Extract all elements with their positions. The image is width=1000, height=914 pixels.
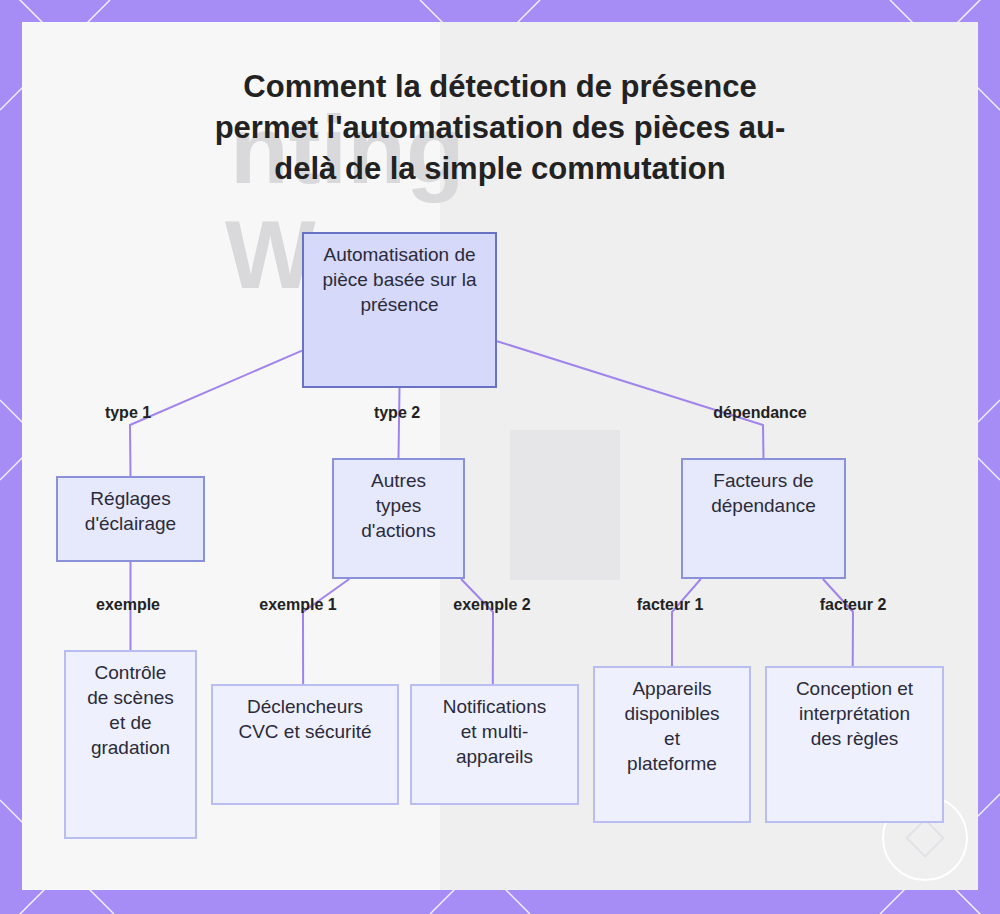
- faded-photo-detail: [510, 430, 620, 580]
- connector-line: [130, 351, 302, 476]
- diagram-title: Comment la détection de présence permet …: [200, 66, 800, 189]
- process-box: Appareils disponibles et plateforme: [593, 666, 751, 823]
- box-text-group: Déclencheurs CVC et sécurité: [235, 694, 375, 744]
- box-label: Déclencheurs CVC et sécurité: [235, 694, 375, 744]
- box-label: Notifications et multi-appareils: [435, 694, 555, 769]
- process-box: Conception et interprétation des règles: [765, 666, 944, 823]
- box-text-group: Autres types d'actions: [354, 468, 444, 543]
- process-box: Déclencheurs CVC et sécurité: [211, 684, 399, 805]
- connector-line: [399, 388, 400, 458]
- box-label: Autres types d'actions: [354, 468, 444, 543]
- box-label: Automatisation de pièce basée sur la pré…: [320, 242, 480, 317]
- connector-line: [497, 341, 764, 458]
- box-text-group: Automatisation de pièce basée sur la pré…: [320, 242, 480, 317]
- box-text-group: Appareils disponibles et plateforme: [617, 676, 727, 776]
- edge-label: exemple: [93, 596, 163, 614]
- process-box: Autres types d'actions: [332, 458, 465, 579]
- canvas-area: [22, 22, 978, 890]
- box-label: Appareils disponibles et plateforme: [617, 676, 727, 776]
- connector-line: [672, 579, 701, 666]
- connector-line: [303, 579, 349, 684]
- edge-label: facteur 2: [817, 596, 890, 614]
- box-label: Réglages d'éclairage: [66, 486, 196, 536]
- box-text-group: Contrôle de scènes et de gradation: [86, 660, 176, 760]
- process-box: Notifications et multi-appareils: [410, 684, 579, 805]
- connector-line: [823, 579, 853, 666]
- edge-label: type 2: [371, 404, 423, 422]
- process-box: Automatisation de pièce basée sur la pré…: [302, 232, 497, 388]
- edge-label: exemple 2: [450, 596, 533, 614]
- box-label: Facteurs de dépendance: [694, 468, 834, 518]
- process-box: Contrôle de scènes et de gradation: [64, 650, 197, 839]
- process-box: Facteurs de dépendance: [681, 458, 846, 579]
- box-label: Conception et interprétation des règles: [790, 676, 920, 751]
- box-label: Contrôle de scènes et de gradation: [86, 660, 176, 760]
- connector-line: [461, 579, 493, 684]
- box-text-group: Réglages d'éclairage: [66, 486, 196, 536]
- box-text-group: Facteurs de dépendance: [694, 468, 834, 518]
- edge-label: dépendance: [710, 404, 809, 422]
- edge-label: exemple 1: [256, 596, 339, 614]
- edge-label: type 1: [102, 404, 154, 422]
- box-text-group: Notifications et multi-appareils: [435, 694, 555, 769]
- process-box: Réglages d'éclairage: [56, 476, 205, 562]
- edge-label: facteur 1: [634, 596, 707, 614]
- box-text-group: Conception et interprétation des règles: [790, 676, 920, 751]
- logo-mark: [907, 820, 944, 857]
